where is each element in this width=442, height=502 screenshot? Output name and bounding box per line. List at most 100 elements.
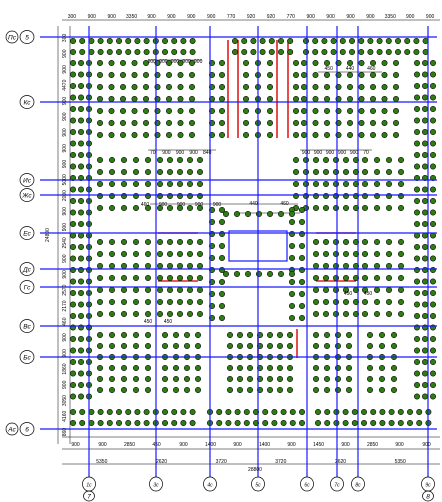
pile-marker bbox=[312, 239, 319, 246]
pile-marker bbox=[352, 157, 359, 164]
pile-marker bbox=[352, 310, 359, 317]
pile-marker bbox=[247, 375, 254, 382]
pile-marker bbox=[70, 370, 77, 377]
pile-marker bbox=[180, 408, 187, 415]
pile-marker bbox=[361, 181, 368, 188]
dimension-label: 900 bbox=[62, 97, 68, 106]
pile-marker bbox=[245, 270, 252, 277]
pile-marker bbox=[219, 96, 226, 103]
pile-marker bbox=[366, 364, 373, 371]
pile-marker bbox=[145, 375, 152, 382]
row-axis-bubble bbox=[19, 188, 35, 202]
dimension-label: 2570 bbox=[62, 284, 68, 295]
pile-marker bbox=[394, 48, 401, 55]
dimension-label: 900 bbox=[62, 349, 68, 358]
pile-marker bbox=[97, 59, 104, 66]
pile-marker bbox=[322, 205, 329, 212]
pile-marker bbox=[145, 386, 152, 393]
pile-marker bbox=[312, 157, 319, 164]
pile-marker bbox=[413, 106, 420, 113]
pile-marker bbox=[346, 96, 353, 103]
pile-marker bbox=[70, 419, 77, 426]
pile-marker bbox=[78, 381, 85, 388]
row-axis-bubble bbox=[19, 30, 35, 44]
pile-marker bbox=[421, 186, 428, 193]
pile-marker bbox=[97, 286, 104, 293]
pile-marker bbox=[184, 375, 191, 382]
pile-marker bbox=[197, 157, 204, 164]
pile-marker bbox=[131, 108, 138, 115]
pile-marker bbox=[266, 59, 273, 66]
pile-marker bbox=[177, 120, 184, 127]
pile-marker bbox=[413, 312, 420, 319]
pile-marker bbox=[241, 37, 248, 44]
pile-marker bbox=[421, 266, 428, 273]
pile-marker bbox=[397, 262, 404, 269]
pile-marker bbox=[323, 59, 330, 66]
pile-marker bbox=[429, 232, 436, 239]
pile-marker bbox=[78, 163, 85, 170]
pile-marker bbox=[78, 83, 85, 90]
pile-marker bbox=[302, 48, 309, 55]
pile-marker bbox=[109, 262, 116, 269]
pile-marker bbox=[358, 37, 365, 44]
pile-marker bbox=[397, 169, 404, 176]
pile-marker bbox=[197, 205, 204, 212]
pile-marker bbox=[256, 386, 263, 393]
pile-marker bbox=[109, 386, 116, 393]
dimension-label: 300 bbox=[68, 14, 77, 20]
pile-marker bbox=[125, 408, 132, 415]
pile-marker bbox=[429, 71, 436, 78]
column-mark-label: 8 bbox=[426, 494, 430, 501]
pile-marker bbox=[413, 221, 420, 228]
pile-marker bbox=[352, 239, 359, 246]
pile-marker bbox=[219, 72, 226, 79]
dimension-label: 920 bbox=[267, 14, 276, 20]
dimension-label: 2540 bbox=[62, 237, 68, 248]
pile-marker bbox=[421, 83, 428, 90]
pile-marker bbox=[366, 386, 373, 393]
row-axis-bubble bbox=[19, 262, 35, 276]
pile-marker bbox=[300, 96, 307, 103]
pile-marker bbox=[421, 94, 428, 101]
pile-marker bbox=[323, 120, 330, 127]
pile-marker bbox=[247, 386, 254, 393]
pile-marker bbox=[97, 108, 104, 115]
dimension-label: 4470 bbox=[62, 79, 68, 90]
dimension-label: 440 bbox=[249, 201, 258, 207]
pile-marker bbox=[162, 375, 169, 382]
dimension-label: 900 bbox=[307, 14, 316, 20]
pile-marker bbox=[390, 331, 397, 338]
pile-marker bbox=[312, 169, 319, 176]
pile-marker bbox=[330, 37, 337, 44]
pile-marker bbox=[219, 290, 226, 297]
dimension-label: 900 bbox=[207, 14, 216, 20]
pile-marker bbox=[219, 314, 226, 321]
pile-marker bbox=[276, 331, 283, 338]
pile-marker bbox=[78, 129, 85, 136]
pile-marker bbox=[70, 358, 77, 365]
pile-marker bbox=[209, 302, 216, 309]
dimension-label: 440 bbox=[346, 66, 355, 72]
pile-marker bbox=[346, 84, 353, 91]
pile-marker bbox=[187, 274, 194, 281]
pile-marker bbox=[413, 370, 420, 377]
dimension-label: 900 bbox=[406, 14, 415, 20]
pile-marker bbox=[361, 239, 368, 246]
pile-marker bbox=[162, 419, 169, 426]
pile-marker bbox=[177, 262, 184, 269]
pile-marker bbox=[116, 419, 123, 426]
pile-marker bbox=[120, 132, 127, 139]
pile-marker bbox=[361, 262, 368, 269]
pile-marker bbox=[143, 419, 150, 426]
pile-marker bbox=[345, 364, 352, 371]
pile-marker bbox=[189, 72, 196, 79]
pile-marker bbox=[145, 262, 152, 269]
pile-marker bbox=[323, 132, 330, 139]
pile-marker bbox=[232, 48, 239, 55]
pile-marker bbox=[392, 132, 399, 139]
pile-marker bbox=[195, 331, 202, 338]
pile-marker bbox=[70, 335, 77, 342]
pile-marker bbox=[352, 205, 359, 212]
